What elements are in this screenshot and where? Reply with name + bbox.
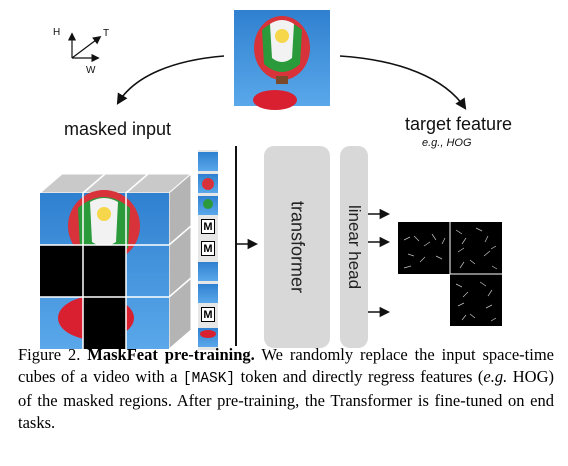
axis-label-t: T bbox=[103, 28, 110, 39]
arrow-to-masked-input bbox=[116, 55, 225, 105]
linear-head-label: linear head bbox=[345, 204, 364, 290]
axis-glyph bbox=[67, 32, 102, 63]
mask-token: M bbox=[201, 307, 215, 322]
caption-text-2: token and directly regress features ( bbox=[235, 367, 484, 386]
source-video-frame bbox=[234, 10, 330, 110]
caption-title: MaskFeat pre-training. bbox=[87, 345, 255, 364]
caption-text-3: HOG) of the masked regions. After pre-tr… bbox=[18, 367, 554, 432]
target-feature-example: e.g., HOG bbox=[422, 137, 472, 149]
transformer-label: transformer bbox=[287, 200, 308, 294]
caption-figure-number: Figure 2. bbox=[18, 345, 81, 364]
axis-label-h: H bbox=[53, 27, 61, 38]
target-feature-label: target feature bbox=[405, 114, 513, 134]
mask-token: M bbox=[201, 241, 215, 256]
mask-token-group: M M M bbox=[198, 0, 218, 466]
figure-caption: Figure 2. MaskFeat pre-training. We rand… bbox=[18, 344, 554, 434]
masked-input-cube bbox=[38, 172, 193, 351]
transformer-block: transformer bbox=[264, 146, 330, 348]
hog-feature-map bbox=[398, 222, 502, 326]
mask-token: M bbox=[201, 219, 215, 234]
axis-label-w: W bbox=[86, 65, 96, 76]
linear-head-block: linear head bbox=[340, 146, 368, 348]
caption-eg: e.g. bbox=[483, 367, 508, 386]
arrow-to-target-feature bbox=[339, 55, 467, 110]
caption-mask-token: [MASK] bbox=[182, 371, 236, 387]
masked-input-label: masked input bbox=[64, 119, 172, 139]
caption-text-1: We randomly replace the input space-time… bbox=[18, 345, 554, 386]
output-arrows bbox=[368, 208, 391, 318]
